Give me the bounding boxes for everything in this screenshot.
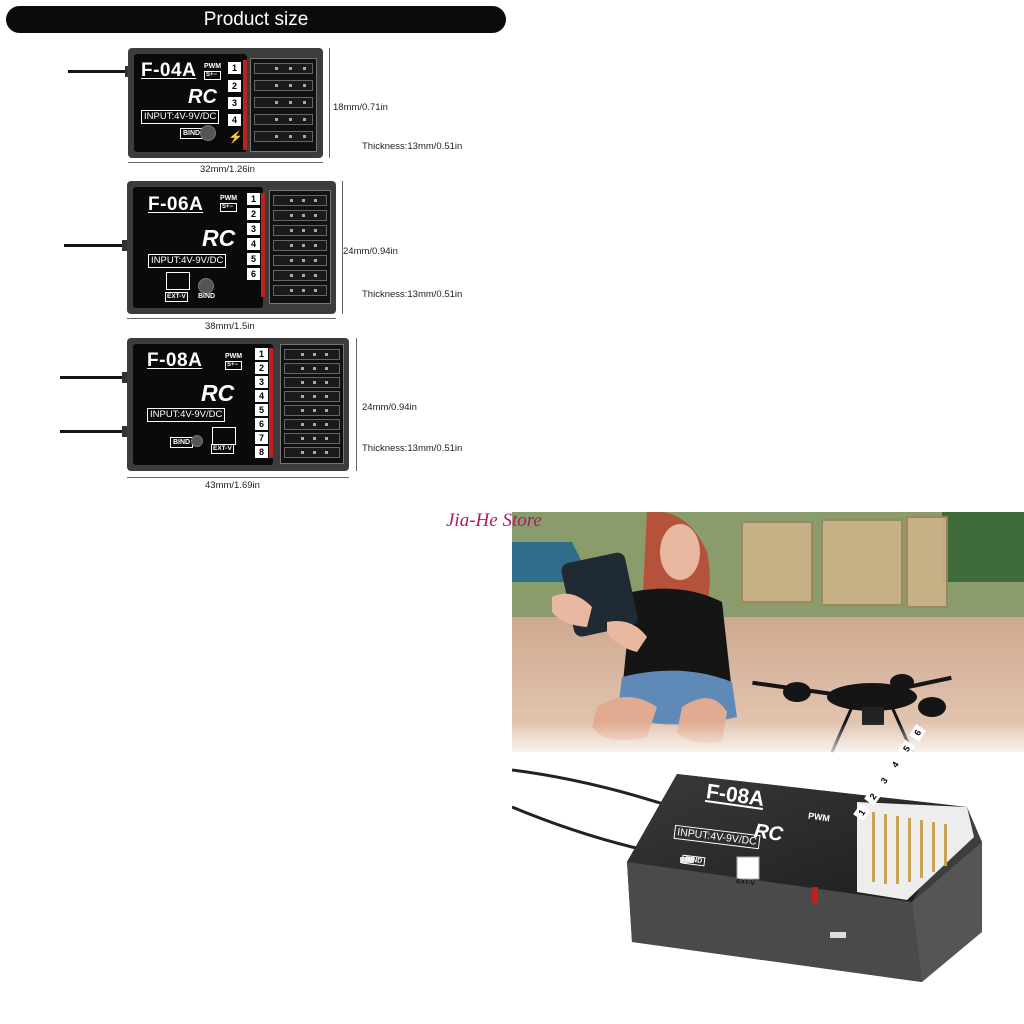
width-dimension-line	[128, 162, 323, 163]
receiver-label-face	[133, 344, 273, 465]
product-size-banner: Product size	[6, 6, 506, 33]
input-voltage-label: INPUT:4V-9V/DC	[147, 408, 226, 422]
width-dimension: 38mm/1.5in	[205, 321, 255, 332]
height-dimension: 24mm/0.94in	[343, 246, 398, 257]
antenna-wire	[60, 430, 128, 433]
header-pins	[872, 812, 947, 884]
input-voltage-label: INPUT:4V-9V/DC	[148, 254, 227, 268]
antenna-wire	[68, 70, 130, 73]
antenna-wire	[60, 376, 128, 379]
channel-accent-bar	[243, 60, 247, 150]
ext-v-port	[212, 427, 236, 445]
channel-number: 8	[255, 446, 268, 458]
channel-number: 4	[228, 114, 241, 126]
channel-number: 1	[255, 348, 268, 360]
channel-number: 3	[228, 97, 241, 109]
bind-button	[198, 278, 214, 294]
rc-logo: RC	[202, 225, 236, 251]
channel-number: 7	[255, 432, 268, 444]
channel-accent-bar	[812, 887, 818, 903]
channel-number: 3	[255, 376, 268, 388]
ext-v-port	[166, 272, 190, 290]
channel-number: 3	[247, 223, 260, 235]
channel-number: 5	[255, 404, 268, 416]
thickness-dimension: Thickness:13mm/0.51in	[362, 443, 463, 454]
channel-number: 2	[228, 80, 241, 92]
width-dimension-line	[127, 477, 349, 478]
height-dimension-line	[342, 181, 343, 314]
channel-number: 6	[255, 418, 268, 430]
bind-button	[200, 125, 216, 141]
antenna-cap	[122, 426, 127, 437]
photo-illustration	[512, 512, 1024, 1024]
height-dimension: 24mm/0.94in	[362, 402, 417, 413]
servo-port-block	[250, 58, 317, 152]
antenna-cap	[122, 240, 127, 251]
antenna-wire	[64, 244, 128, 247]
width-dimension-line	[127, 318, 336, 319]
power-symbol-icon: ⚡	[228, 130, 243, 144]
receiver-f08a-photo	[627, 774, 982, 982]
antenna-cap	[122, 372, 127, 383]
rc-logo: RC	[188, 86, 217, 108]
width-dimension: 43mm/1.69in	[205, 480, 260, 491]
channel-accent-bar	[269, 348, 273, 458]
channel-number: 4	[255, 390, 268, 402]
antenna-cap	[125, 66, 130, 77]
channel-number: 5	[247, 253, 260, 265]
lifestyle-photo: F-08A PWM RC INPUT:4V-9V/DC BIND EXT-V 1…	[512, 512, 1024, 1024]
ext-v-label: EXT-V	[165, 292, 188, 302]
model-name: F-06A	[148, 194, 204, 215]
wicker-chairs	[741, 516, 948, 608]
height-dimension: 18mm/0.71in	[333, 102, 388, 113]
model-name: F-04A	[141, 60, 197, 81]
thickness-dimension: Thickness:13mm/0.51in	[362, 289, 463, 300]
height-dimension-line	[356, 338, 357, 471]
channel-number: 2	[247, 208, 260, 220]
bind-label: BIND	[170, 437, 194, 448]
store-watermark: Jia-He Store	[446, 510, 542, 531]
rc-logo: RC	[201, 380, 235, 406]
led-window	[830, 932, 846, 938]
input-voltage-label: INPUT:4V-9V/DC	[141, 110, 220, 124]
channel-number: 1	[228, 62, 241, 74]
led-window	[680, 857, 694, 863]
width-dimension: 32mm/1.26in	[200, 164, 255, 175]
channel-accent-bar	[261, 193, 265, 297]
bind-button	[191, 435, 203, 447]
ext-v-label: EXT-V	[211, 444, 234, 454]
channel-number: 2	[255, 362, 268, 374]
thickness-dimension: Thickness:13mm/0.51in	[362, 141, 463, 152]
channel-number: 1	[247, 193, 260, 205]
servo-port-block	[269, 190, 331, 304]
channel-number: 6	[247, 268, 260, 280]
bind-label: BIND	[198, 293, 216, 300]
ext-v-port	[736, 856, 760, 880]
channel-number: 4	[247, 238, 260, 250]
height-dimension-line	[329, 48, 330, 158]
model-name: F-08A	[147, 350, 203, 371]
servo-port-block	[280, 344, 344, 464]
